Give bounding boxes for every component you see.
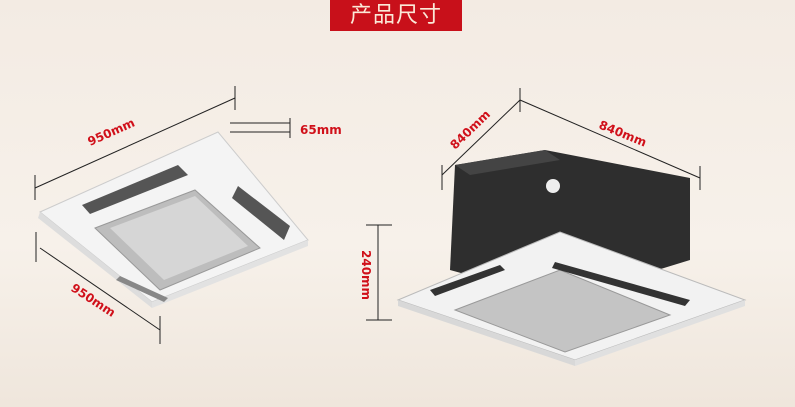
left-depth-label: 950mm [68,281,118,320]
panel-illustration [38,131,309,308]
panel-thickness-label: 65mm [300,123,342,137]
right-width-label: 840mm [447,107,493,152]
left-width-label: 950mm [86,116,137,149]
section-title: 产品尺寸 [330,0,462,31]
cassette-unit-illustration [396,150,747,366]
body-height-label: 240mm [359,250,373,300]
